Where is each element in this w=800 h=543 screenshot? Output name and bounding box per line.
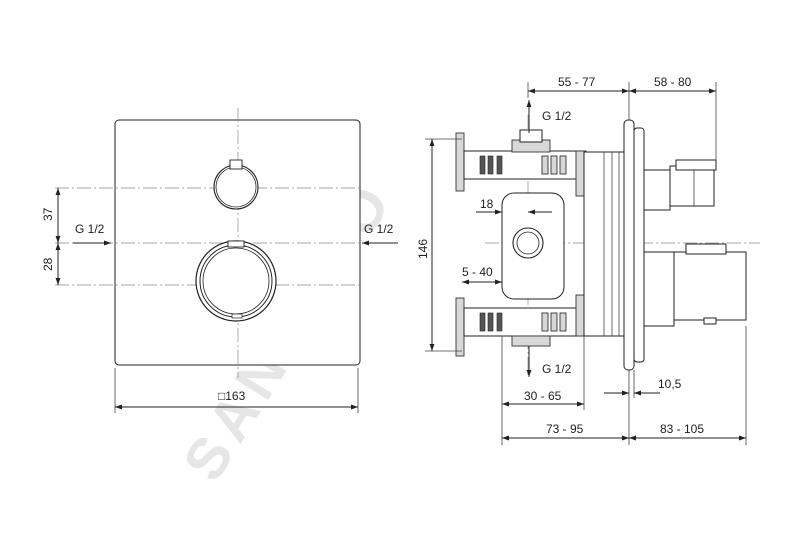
dim-10-5-label: 10,5 (658, 377, 682, 391)
upper-connection (455, 129, 587, 197)
lower-connection (455, 294, 587, 357)
mounting-plate (623, 119, 635, 371)
thermostat-spindle (643, 243, 747, 327)
dim-146-label: 146 (416, 239, 430, 259)
dim-55-77-label: 55 - 77 (558, 75, 596, 89)
dim-28-label: 28 (41, 257, 55, 271)
dim-37-label: 37 (41, 207, 55, 221)
dim-width-label: □163 (218, 389, 246, 403)
dim-83-105-label: 83 - 105 (660, 422, 704, 436)
diverter-knob (213, 159, 259, 210)
thermostat-knob (195, 240, 277, 322)
front-view: G 1/2 G 1/2 37 28 □163 (41, 108, 398, 413)
mounting-plate-rim (633, 127, 645, 363)
side-view: G 1/2 G 1/2 146 18 5 - 40 55 - 77 58 - 8… (416, 75, 760, 445)
body-port-inner (516, 231, 540, 255)
dim-73-95-label: 73 - 95 (546, 422, 584, 436)
bottom-outlet-label: G 1/2 (542, 362, 572, 376)
top-outlet-label: G 1/2 (542, 109, 572, 123)
dim-5-40-label: 5 - 40 (462, 265, 493, 279)
diverter-spindle (643, 159, 717, 211)
dim-18-label: 18 (480, 197, 494, 211)
dim-58-80-label: 58 - 80 (654, 75, 692, 89)
left-inlet-label: G 1/2 (75, 222, 105, 236)
dim-30-65-label: 30 - 65 (524, 389, 562, 403)
right-inlet-label: G 1/2 (364, 222, 394, 236)
